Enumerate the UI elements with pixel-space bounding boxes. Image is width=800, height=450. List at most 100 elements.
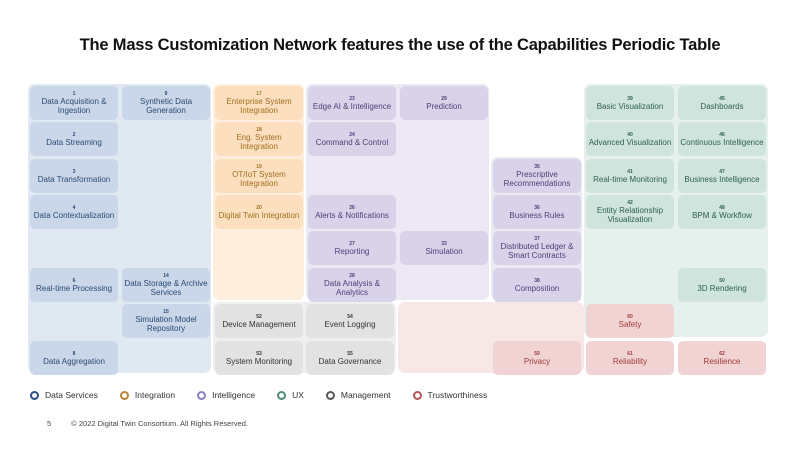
- cell-number: 52: [256, 313, 262, 320]
- cell-number: 9: [164, 91, 168, 97]
- cell-name: Device Management: [222, 319, 296, 329]
- cell-enterprise-system-integration: 17 Enterprise System Integration: [215, 86, 303, 120]
- cell-continuous-intelligence: 46 Continuous Intelligence: [678, 122, 766, 156]
- cell-number: 8: [72, 350, 76, 357]
- circle-icon: [277, 390, 287, 400]
- cell-data-storage: 14 Data Storage & Archive Services: [122, 268, 210, 302]
- cell-composition: 38 Composition: [493, 268, 581, 302]
- legend-item-ux: UX: [277, 390, 304, 400]
- cell-number: 59: [534, 350, 540, 357]
- cell-number: 50: [719, 277, 725, 284]
- cell-name: Eng. System Integration: [236, 133, 282, 151]
- circle-icon: [30, 390, 39, 400]
- cell-name: Prediction: [426, 101, 462, 111]
- cell-number: 38: [534, 277, 540, 284]
- cell-name: Event Logging: [324, 319, 376, 329]
- cell-data-streaming: 2 Data Streaming: [30, 122, 118, 156]
- cell-number: 42: [627, 200, 633, 206]
- cell-name: Entity Relationship Visualization: [596, 206, 664, 224]
- cell-number: 60: [627, 313, 633, 320]
- legend-label: Management: [340, 390, 391, 400]
- cell-system-monitoring: 53 System Monitoring: [215, 341, 303, 375]
- footer: 5 © 2022 Digital Twin Consortium. All Ri…: [47, 419, 248, 428]
- circle-icon: [412, 390, 422, 400]
- cell-number: 54: [347, 313, 353, 320]
- cell-reliability: 61 Reliability: [586, 341, 674, 375]
- cell-name: Synthetic Data Generation: [139, 97, 193, 115]
- cell-entity-relationship-visualization: 42 Entity Relationship Visualization: [586, 195, 674, 229]
- cell-number: 45: [719, 95, 725, 102]
- legend-label: Integration: [134, 390, 176, 400]
- cell-number: 26: [349, 204, 355, 211]
- cell-name: Privacy: [523, 356, 551, 366]
- cell-name: Data Transformation: [37, 174, 111, 184]
- cell-number: 40: [627, 131, 633, 138]
- cell-name: Enterprise System Integration: [226, 97, 292, 115]
- cell-number: 4: [72, 204, 76, 211]
- cell-name: Basic Visualization: [596, 101, 664, 111]
- cell-number: 35: [534, 164, 540, 170]
- cell-prescriptive-recommendations: 35 Prescriptive Recommendations: [493, 159, 581, 193]
- cell-name: Prescriptive Recommendations: [503, 170, 571, 188]
- cell-name: Business Rules: [509, 210, 565, 220]
- cell-number: 28: [349, 273, 355, 279]
- cell-name: Real-time Processing: [35, 283, 113, 293]
- cell-number: 3: [72, 168, 76, 175]
- cell-advanced-visualization: 40 Advanced Visualization: [586, 122, 674, 156]
- cell-reporting: 27 Reporting: [308, 231, 396, 265]
- cell-data-transformation: 3 Data Transformation: [30, 159, 118, 193]
- legend-item-trustworthiness: Trustworthiness: [412, 390, 488, 400]
- cell-resilience: 62 Resilience: [678, 341, 766, 375]
- cell-number: 23: [349, 95, 355, 102]
- cell-name: Data Governance: [318, 356, 382, 366]
- circle-icon: [119, 390, 129, 400]
- legend-label: Intelligence: [212, 390, 256, 400]
- cell-number: 27: [349, 240, 355, 247]
- cell-bpm-workflow: 48 BPM & Workflow: [678, 195, 766, 229]
- cell-data-acquisition: 1 Data Acquisition & Ingestion: [30, 86, 118, 120]
- legend-item-management: Management: [325, 390, 391, 400]
- legend-label: Data Services: [45, 390, 98, 400]
- legend: Data Services Integration Intelligence U…: [30, 388, 509, 402]
- circle-icon: [325, 390, 335, 400]
- cell-data-contextualization: 4 Data Contextualization: [30, 195, 118, 229]
- cell-distributed-ledger: 37 Distributed Ledger & Smart Contracts: [493, 231, 581, 265]
- cell-name: Dashboards: [700, 101, 744, 111]
- cell-number: 48: [719, 204, 725, 211]
- cell-event-logging: 54 Event Logging: [306, 304, 394, 338]
- cell-number: 24: [349, 131, 355, 138]
- cell-dashboards: 45 Dashboards: [678, 86, 766, 120]
- cell-name: Alerts & Notifications: [315, 210, 389, 220]
- cell-name: Real-time Monitoring: [593, 174, 667, 184]
- cell-privacy: 59 Privacy: [493, 341, 581, 375]
- legend-item-intelligence: Intelligence: [197, 390, 255, 400]
- cell-data-governance: 55 Data Governance: [306, 341, 394, 375]
- cell-name: Distributed Ledger & Smart Contracts: [500, 242, 574, 260]
- cell-number: 62: [719, 350, 725, 357]
- cell-business-rules: 36 Business Rules: [493, 195, 581, 229]
- cell-number: 2: [72, 131, 76, 138]
- cell-name: Simulation Model Repository: [135, 315, 197, 333]
- cell-name: Data Acquisition & Ingestion: [41, 97, 107, 115]
- cell-name: Reporting: [334, 246, 370, 256]
- cell-number: 20: [256, 204, 262, 211]
- cell-device-management: 52 Device Management: [215, 304, 303, 338]
- cell-real-time-processing: 6 Real-time Processing: [30, 268, 118, 302]
- cell-data-aggregation: 8 Data Aggregation: [30, 341, 118, 375]
- cell-name: Data Storage & Archive Services: [124, 279, 208, 297]
- cell-3d-rendering: 50 3D Rendering: [678, 268, 766, 302]
- cell-simulation-model-repository: 15 Simulation Model Repository: [122, 304, 210, 338]
- cell-name: Data Contextualization: [33, 210, 115, 220]
- cell-number: 46: [719, 131, 725, 138]
- legend-label: Trustworthiness: [427, 390, 488, 400]
- cell-number: 33: [441, 240, 447, 247]
- cell-name: Composition: [514, 283, 560, 293]
- cell-number: 1: [72, 91, 76, 97]
- legend-item-integration: Integration: [119, 390, 176, 400]
- page-number: 5: [47, 419, 52, 428]
- cell-name: BPM & Workflow: [692, 210, 752, 220]
- cell-prediction: 29 Prediction: [400, 86, 488, 120]
- cell-name: Continuous Intelligence: [680, 137, 764, 147]
- cell-name: Data Aggregation: [43, 356, 105, 366]
- cell-real-time-monitoring: 41 Real-time Monitoring: [586, 159, 674, 193]
